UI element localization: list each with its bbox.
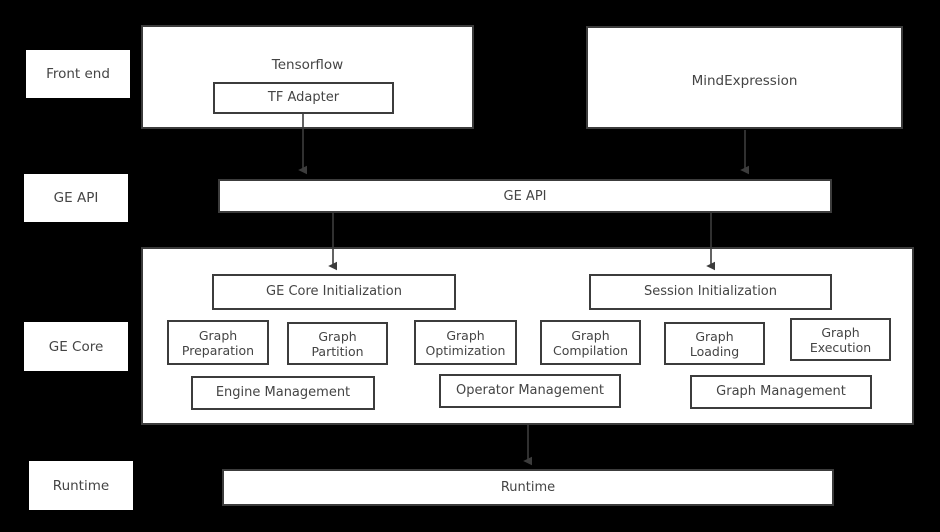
operator-management-box[interactable]: Operator Management	[439, 374, 621, 408]
tf-adapter-box[interactable]: TF Adapter	[213, 82, 394, 114]
stage-label-ge-api: GE API	[24, 174, 128, 222]
graph-preparation-box[interactable]: Graph Preparation	[167, 320, 269, 365]
stage-label-front-end: Front end	[26, 50, 130, 98]
stage-label-ge-core: GE Core	[24, 322, 128, 371]
tensorflow-title: Tensorflow	[271, 57, 344, 73]
mindexpression-title: MindExpression	[691, 73, 798, 89]
graph-loading-box[interactable]: Graph Loading	[664, 322, 765, 365]
ge-core-initialization-box[interactable]: GE Core Initialization	[212, 274, 456, 310]
engine-management-box[interactable]: Engine Management	[191, 376, 375, 410]
graph-compilation-box[interactable]: Graph Compilation	[540, 320, 641, 365]
stage-label-runtime: Runtime	[29, 461, 133, 510]
graph-partition-box[interactable]: Graph Partition	[287, 322, 388, 365]
frontend-mindexpression-panel: MindExpression	[586, 26, 903, 129]
runtime-bar[interactable]: Runtime	[222, 469, 834, 506]
graph-optimization-box[interactable]: Graph Optimization	[414, 320, 517, 365]
graph-execution-box[interactable]: Graph Execution	[790, 318, 891, 361]
session-initialization-box[interactable]: Session Initialization	[589, 274, 832, 310]
ge-api-bar[interactable]: GE API	[218, 179, 832, 213]
graph-management-box[interactable]: Graph Management	[690, 375, 872, 409]
